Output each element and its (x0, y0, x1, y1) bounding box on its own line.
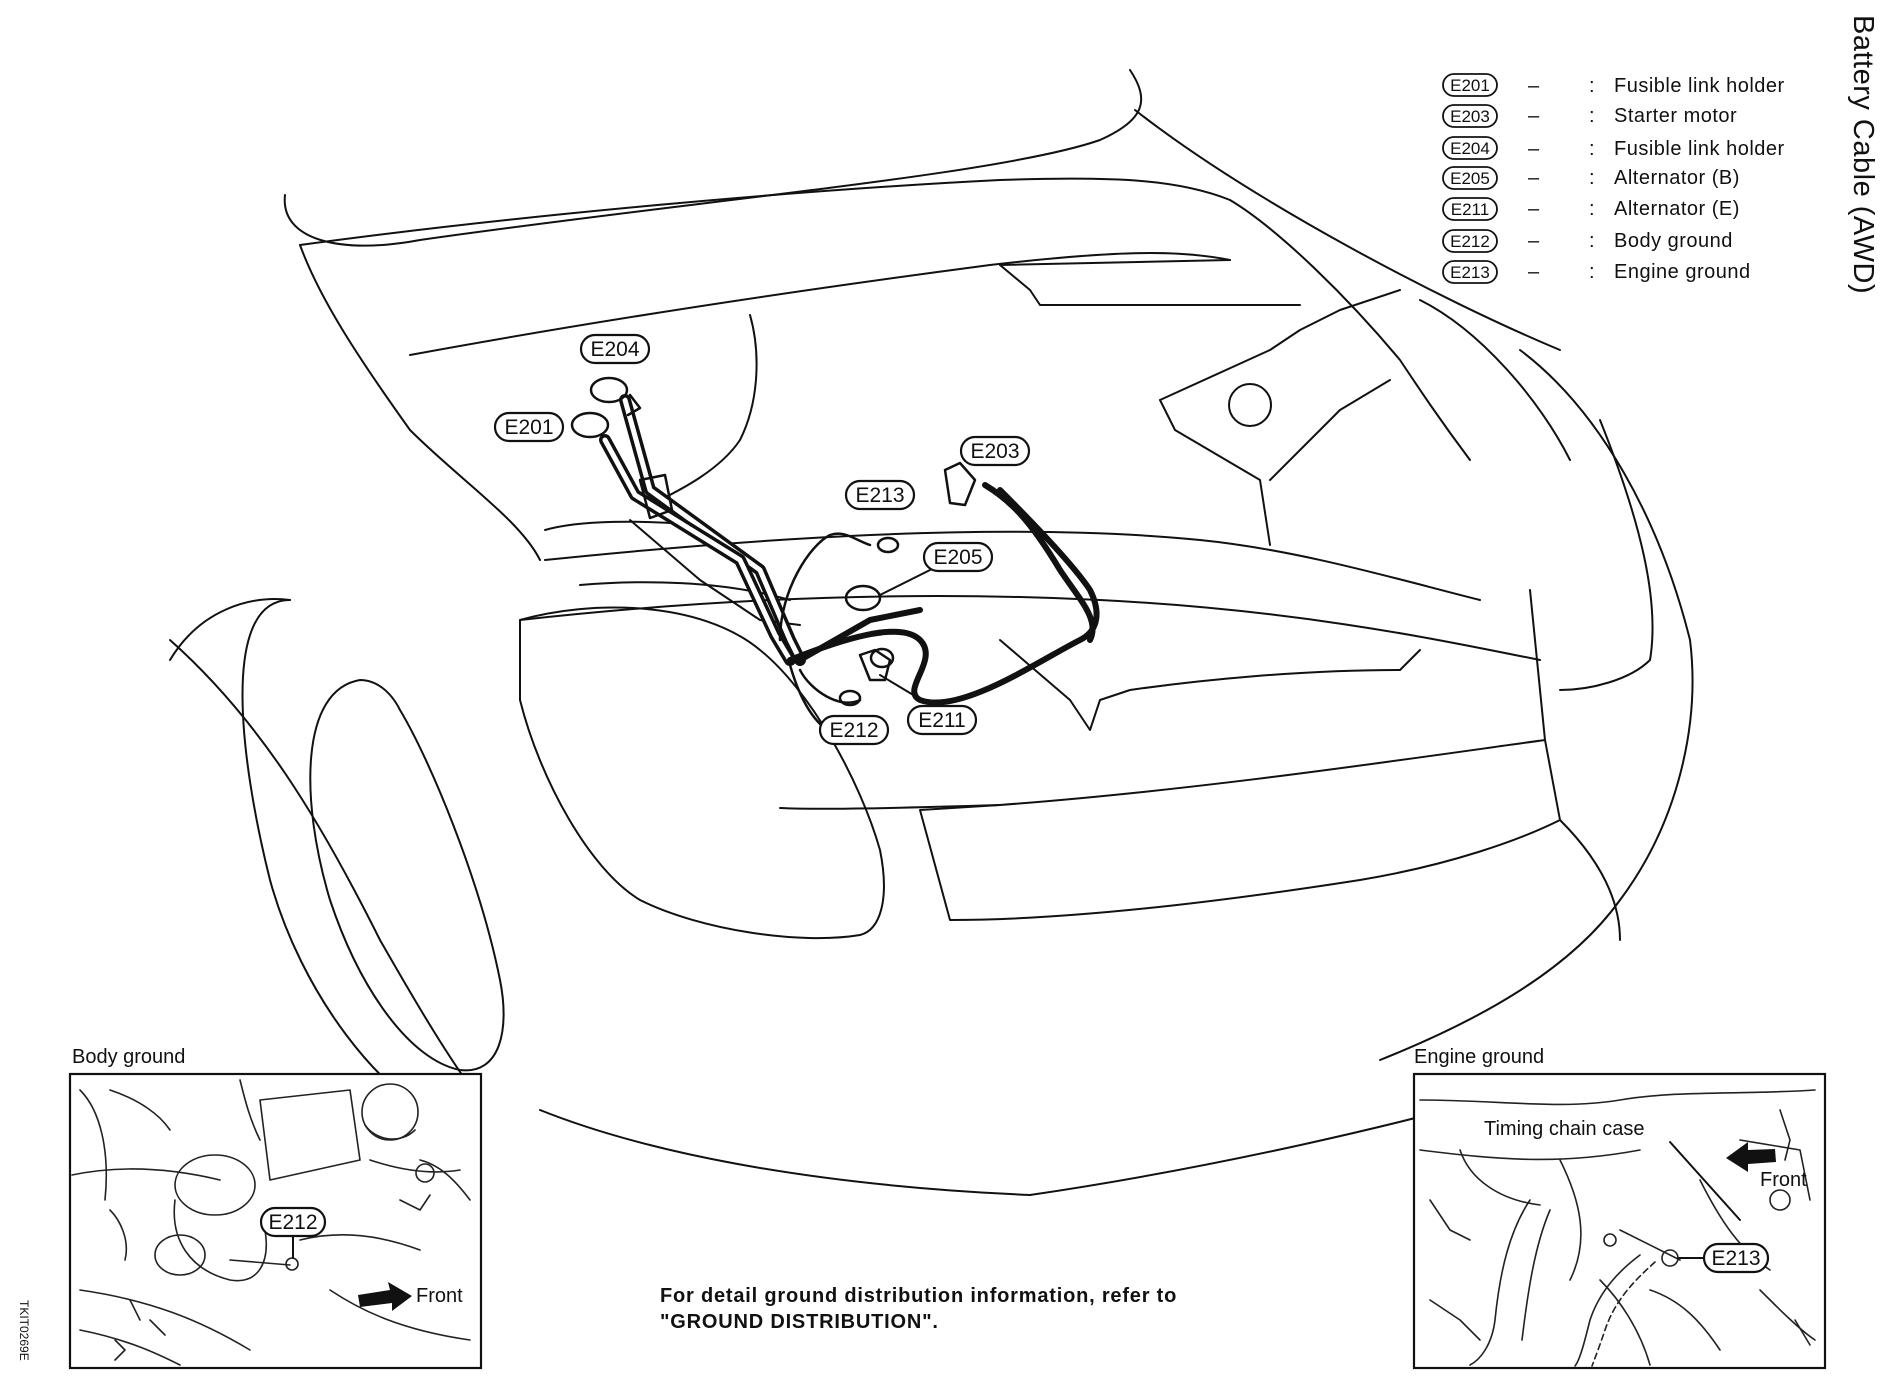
legend-code: E205 (1450, 169, 1490, 188)
callout-e212: E212 (818, 714, 890, 746)
callout-e203-label: E203 (970, 440, 1019, 463)
callout-e212-label: E212 (829, 719, 878, 742)
legend-colon: : (1589, 105, 1595, 127)
legend-description: Fusible link holder (1614, 75, 1785, 97)
body-ground-callout: E212 (259, 1206, 327, 1259)
legend-description: Starter motor (1614, 105, 1737, 127)
body-ground-callout-label: E212 (268, 1211, 317, 1234)
legend-dash: – (1528, 138, 1540, 160)
legend-row: E211 – : Alternator (E) (1442, 197, 1740, 221)
engine-ground-photo-sketch (1419, 1089, 1816, 1367)
legend-dash: – (1528, 230, 1540, 252)
callout-e213-label: E213 (855, 484, 904, 507)
legend-description: Body ground (1614, 230, 1733, 252)
legend-row: E205 – : Alternator (B) (1442, 166, 1740, 190)
ground-distribution-note-line2: "GROUND DISTRIBUTION". (660, 1311, 939, 1333)
body-ground-photo-sketch (71, 1079, 471, 1366)
callout-e203: E203 (959, 435, 1031, 467)
legend-code: E213 (1450, 263, 1490, 282)
legend-row: E203 – : Starter motor (1442, 104, 1737, 128)
side-title: Battery Cable (AWD) (1847, 15, 1879, 294)
connector-legend: E201 – : Fusible link holder E203 – : St… (1442, 73, 1785, 284)
legend-row: E212 – : Body ground (1442, 229, 1733, 253)
front-arrow-icon (1726, 1142, 1776, 1172)
legend-colon: : (1589, 230, 1595, 252)
legend-row: E204 – : Fusible link holder (1442, 136, 1785, 160)
legend-colon: : (1589, 167, 1595, 189)
legend-dash: – (1528, 167, 1540, 189)
callout-e204-label: E204 (590, 338, 639, 361)
callout-e205-label: E205 (933, 546, 982, 569)
legend-description: Engine ground (1614, 261, 1751, 283)
legend-code: E204 (1450, 139, 1490, 158)
callout-e201: E201 (493, 411, 565, 443)
legend-description: Fusible link holder (1614, 138, 1785, 160)
legend-code: E212 (1450, 232, 1490, 251)
legend-row: E201 – : Fusible link holder (1442, 73, 1785, 97)
legend-dash: – (1528, 75, 1540, 97)
car-outline (169, 69, 1694, 1196)
body-ground-inset: E212 Front (68, 1072, 483, 1370)
callout-e211: E211 (906, 704, 978, 736)
legend-colon: : (1589, 261, 1595, 283)
engine-ground-front-label: Front (1760, 1169, 1807, 1191)
callout-e213: E213 (844, 479, 916, 511)
callout-e201-label: E201 (504, 416, 553, 439)
body-ground-inset-title: Body ground (72, 1046, 185, 1068)
legend-description: Alternator (E) (1614, 198, 1740, 220)
legend-colon: : (1589, 138, 1595, 160)
legend-colon: : (1589, 198, 1595, 220)
engine-ground-inset: Timing chain case Front E213 (1412, 1072, 1827, 1370)
callout-e211-label: E211 (918, 709, 966, 732)
legend-colon: : (1589, 75, 1595, 97)
front-arrow-icon (358, 1282, 412, 1311)
legend-code: E211 (1451, 200, 1489, 219)
engine-ground-inset-title: Engine ground (1414, 1046, 1544, 1068)
callout-e204: E204 (579, 333, 651, 365)
body-ground-front-label: Front (416, 1285, 463, 1307)
legend-dash: – (1528, 198, 1540, 220)
legend-dash: – (1528, 105, 1540, 127)
battery-cable-harness (570, 376, 1100, 737)
callout-e205: E205 (922, 541, 994, 573)
figure-id: TKIT0269E (17, 1300, 31, 1361)
engine-ground-callout: E213 (1677, 1242, 1770, 1274)
legend-description: Alternator (B) (1614, 167, 1740, 189)
legend-dash: – (1528, 261, 1540, 283)
legend-code: E203 (1450, 107, 1490, 126)
legend-row: E213 – : Engine ground (1442, 260, 1751, 284)
engine-ground-callout-label: E213 (1711, 1247, 1760, 1270)
legend-code: E201 (1450, 76, 1490, 95)
timing-chain-case-label: Timing chain case (1484, 1118, 1644, 1140)
ground-distribution-note-line1: For detail ground distribution informati… (660, 1285, 1177, 1307)
